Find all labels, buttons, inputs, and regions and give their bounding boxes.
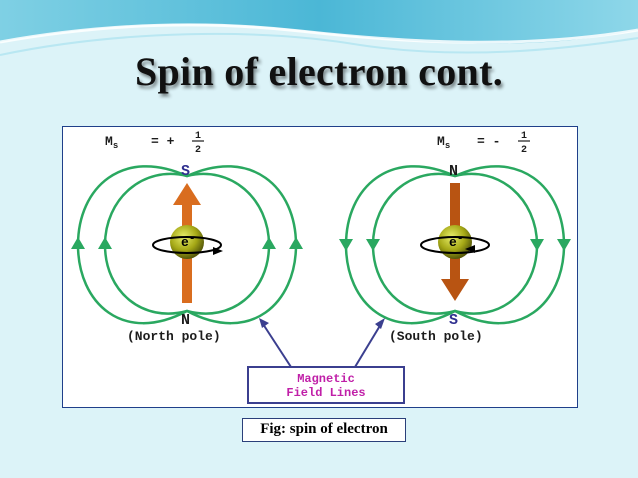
right-electron	[420, 225, 490, 259]
figure-caption: Fig: spin of electron	[242, 418, 406, 442]
right-pole-label: (South pole)	[389, 329, 483, 344]
left-electron	[152, 225, 223, 259]
svg-text:2: 2	[521, 145, 527, 156]
slide-title: Spin of electron cont.	[134, 49, 504, 94]
svg-text:Ms: Ms	[437, 134, 450, 151]
left-field-arrows	[71, 237, 303, 249]
svg-text:1: 1	[521, 131, 527, 142]
right-top-pole: N	[449, 163, 458, 180]
left-spin-quantum-number: Ms = + 1 2	[105, 131, 204, 156]
right-field-arrow-1	[339, 239, 353, 251]
field-label-line2: Field Lines	[286, 386, 365, 400]
spin-diagram: e- S N (North pole) Ms = + 1 2	[62, 126, 578, 408]
left-field-arrow-2	[98, 237, 112, 249]
field-label-line1: Magnetic	[297, 372, 355, 386]
right-spin-arrow-head	[441, 279, 469, 301]
svg-text:1: 1	[195, 131, 201, 142]
right-orbit-arrow	[465, 245, 475, 253]
spin-diagram-svg: e- S N (North pole) Ms = + 1 2	[71, 131, 571, 404]
right-bottom-pole: S	[449, 312, 458, 329]
right-field-arrows	[339, 239, 571, 251]
left-electron-label: e-	[181, 233, 195, 250]
right-field-arrow-2	[366, 239, 380, 251]
left-inner-field-loop	[103, 172, 271, 315]
field-label-box	[247, 366, 405, 404]
left-bottom-pole: N	[181, 312, 190, 329]
right-spin-quantum-number: Ms = - 1 2	[437, 131, 530, 156]
pointer-right	[354, 323, 382, 368]
left-spin-arrow-head	[173, 183, 201, 205]
svg-text:Ms: Ms	[105, 134, 118, 151]
pointer-left-head	[259, 318, 269, 328]
svg-text:2: 2	[195, 145, 201, 156]
right-field-arrow-4	[557, 239, 571, 251]
pointer-left	[262, 323, 292, 368]
left-top-pole: S	[181, 163, 190, 180]
field-label-pointers	[259, 318, 385, 368]
right-inner-field-loop	[371, 172, 539, 315]
svg-text:= +: = +	[151, 134, 175, 149]
left-field-arrow-1	[71, 237, 85, 249]
left-field-arrow-4	[289, 237, 303, 249]
left-pole-label: (North pole)	[127, 329, 221, 344]
left-orbit-arrow	[213, 247, 223, 255]
svg-text:= -: = -	[477, 134, 500, 149]
left-field-arrow-3	[262, 237, 276, 249]
right-electron-label: e-	[449, 233, 463, 250]
left-field-lines	[76, 165, 298, 325]
right-field-lines	[344, 165, 566, 325]
pointer-right-head	[375, 318, 385, 329]
right-field-arrow-3	[530, 239, 544, 251]
